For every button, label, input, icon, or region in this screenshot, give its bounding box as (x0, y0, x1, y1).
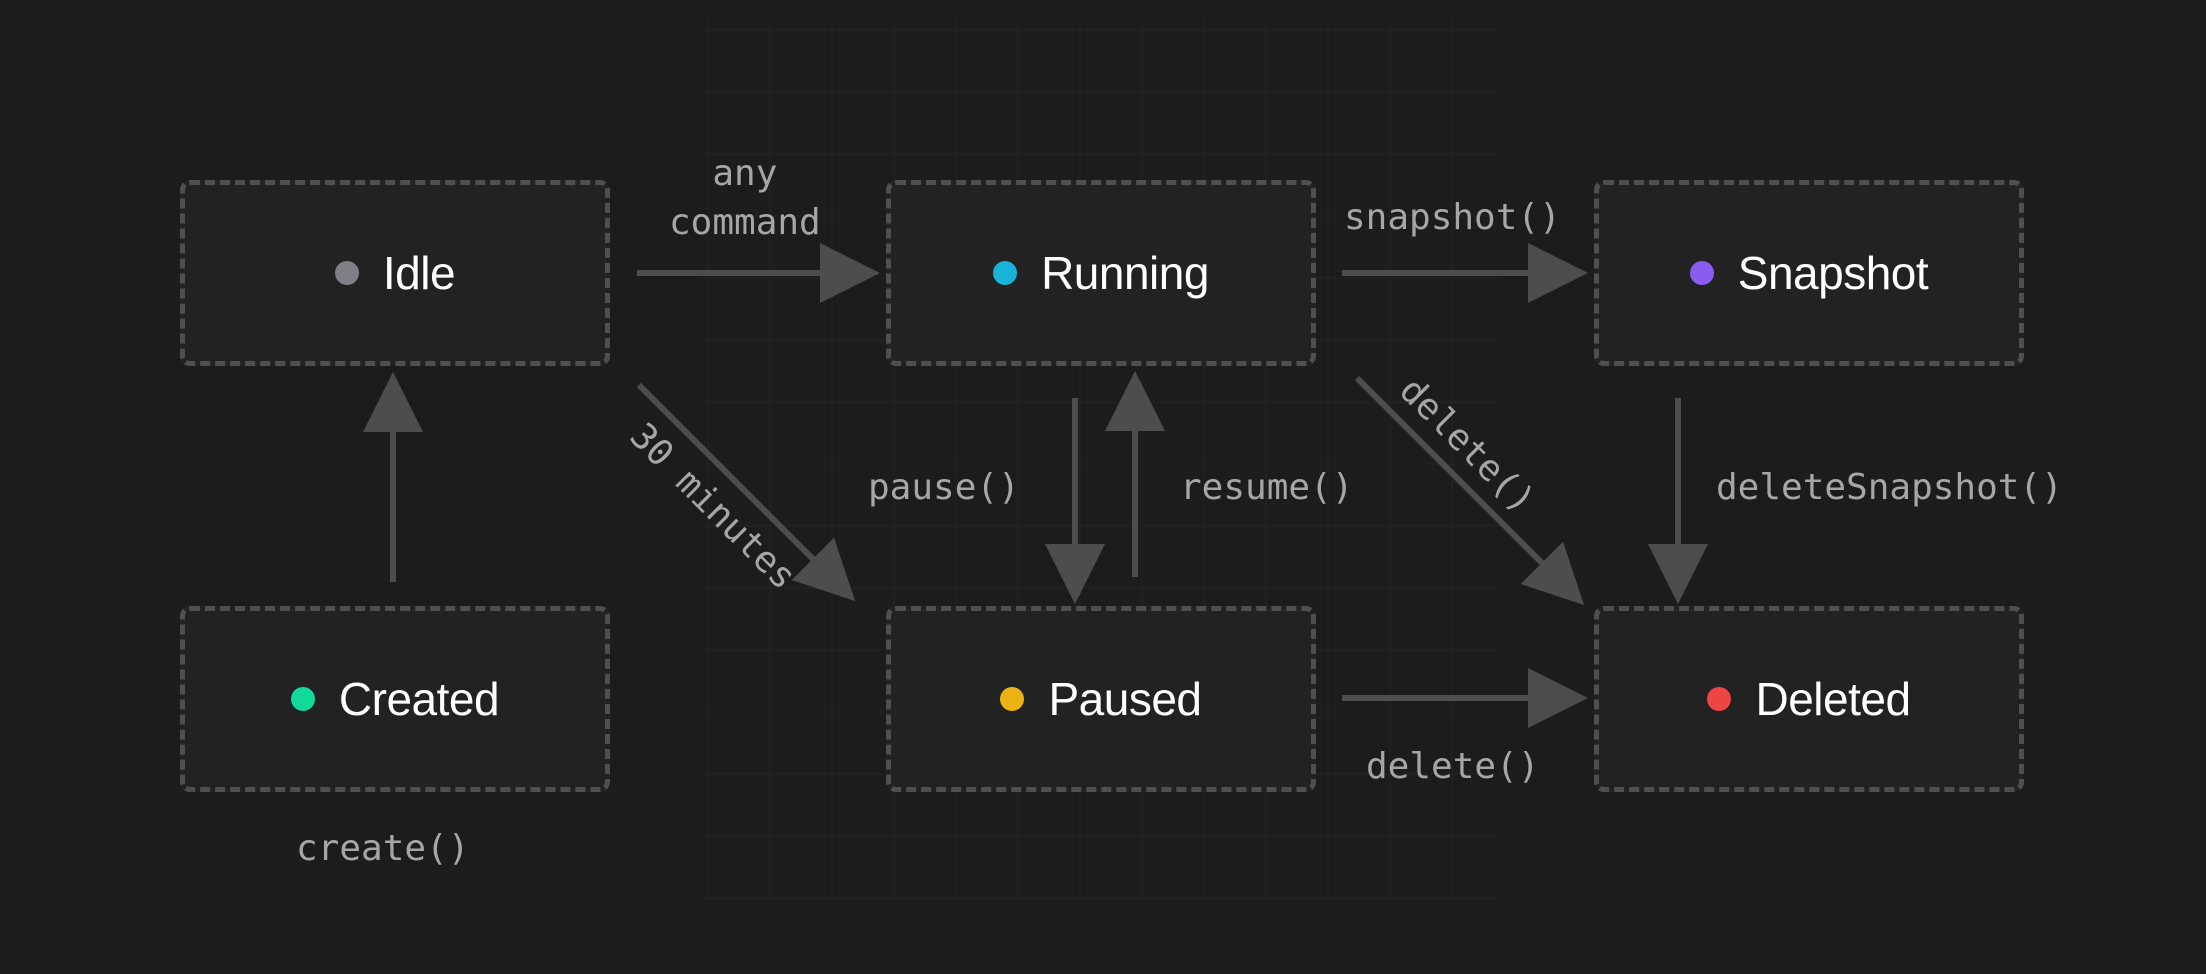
transition-label-snapshot: snapshot() (1344, 197, 1561, 238)
state-running: Running (886, 180, 1316, 366)
state-label: Deleted (1755, 673, 1911, 725)
state-deleted: Deleted (1594, 606, 2024, 792)
state-created: Created (180, 606, 610, 792)
transition-label-delete-paused: delete() (1366, 746, 1540, 787)
transition-label-any-command: any command (669, 150, 821, 247)
state-paused: Paused (886, 606, 1316, 792)
state-label: Snapshot (1737, 247, 1929, 299)
status-dot (1689, 261, 1714, 285)
status-dot (290, 687, 315, 711)
transition-label-pause: pause() (868, 467, 1020, 508)
state-label: Created (338, 673, 500, 725)
state-snapshot: Snapshot (1594, 180, 2024, 366)
transition-label-resume: resume() (1180, 467, 1354, 508)
state-label: Running (1041, 247, 1209, 299)
arrow-idle-to-paused (636, 382, 856, 602)
status-dot (334, 261, 359, 285)
status-dot (993, 261, 1018, 285)
state-label: Paused (1048, 673, 1202, 725)
state-label: Idle (382, 247, 456, 299)
transition-label-create: create() (296, 828, 470, 869)
any-command-line-2: command (669, 201, 821, 243)
state-idle: Idle (180, 180, 610, 366)
transition-label-delete-snapshot: deleteSnapshot() (1716, 467, 2063, 508)
status-dot (1707, 687, 1732, 711)
status-dot (1000, 687, 1025, 711)
any-command-line-1: any (712, 153, 778, 194)
arrow-running-to-deleted (1354, 375, 1585, 606)
